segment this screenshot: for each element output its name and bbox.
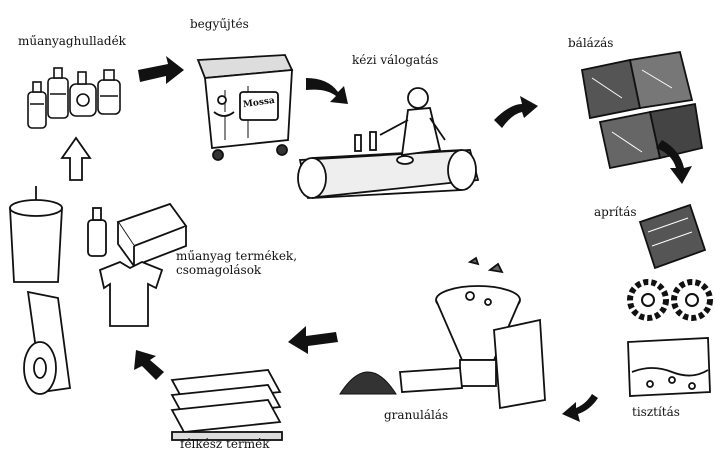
arrow-semifinished-to-products	[134, 350, 164, 380]
sorting-conveyor-illustration	[298, 88, 478, 198]
label-plastic-waste: műanyaghulladék	[18, 35, 126, 49]
shredder-illustration	[640, 205, 705, 268]
label-plastic-products: műanyag termékek, csomagolások	[176, 250, 326, 278]
arrow-sorting-to-baling	[494, 96, 538, 128]
arrow-cleaning-to-granulation	[562, 394, 598, 422]
plastic-products-illustration	[10, 186, 186, 394]
label-manual-sorting: kézi válogatás	[352, 54, 438, 68]
label-semi-finished-product: félkész termék	[180, 438, 269, 452]
plastic-bottles-illustration	[28, 68, 120, 128]
label-cleaning: tisztítás	[632, 406, 680, 420]
granulator-illustration	[400, 258, 545, 408]
arrow-granulation-to-semifinished	[288, 326, 338, 354]
label-granulation: granulálás	[384, 409, 448, 423]
arrow-products-to-waste	[62, 138, 90, 180]
arrow-collection-to-sorting	[306, 78, 348, 104]
arrow-waste-to-collection	[138, 56, 184, 84]
label-collection: begyűjtés	[190, 18, 249, 32]
cleaning-tank-illustration	[628, 338, 710, 396]
pallet-sacks-illustration	[172, 370, 282, 440]
bales-illustration	[582, 52, 702, 168]
label-shredding: aprítás	[594, 206, 637, 220]
label-baling: bálázás	[568, 37, 613, 51]
gears-illustration	[630, 282, 710, 318]
granule-pile-illustration	[340, 372, 396, 394]
